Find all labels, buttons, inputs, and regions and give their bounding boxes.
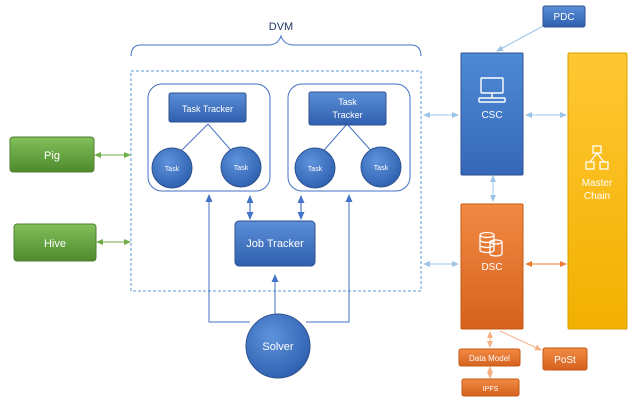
task-node: Task [360,146,402,188]
data-model-node: Data Model [458,348,521,367]
hive-node: Hive [13,223,97,262]
task-tracker-left-label: Task Tracker [182,104,233,114]
master-chain-line2: Chain [584,191,610,202]
dvm-boundary [130,70,422,292]
pdc-node: PDC [542,5,586,28]
master-chain-line1: Master [582,178,613,189]
dsc-node: DSC [460,203,524,330]
master-chain-node: Master Chain [567,52,628,330]
task-node: Task [220,146,262,188]
solver-label: Solver [262,341,294,353]
task-tracker-left: Task Tracker [168,92,247,123]
hive-label: Hive [44,238,66,250]
ipfs-node: IPFS [461,378,520,397]
solver-node: Solver [245,313,311,379]
task-node-label: Task [308,166,323,173]
post-label: PoSt [554,355,576,366]
dvm-group: DVM [130,21,422,292]
task-tracker-right-line1: Task [338,97,357,107]
database-icon [479,231,503,257]
hierarchy-icon [585,145,609,170]
computer-icon [478,77,506,103]
dsc-label: DSC [481,262,502,273]
ipfs-label: IPFS [483,386,499,393]
pig-node: Pig [9,136,95,173]
csc-node: CSC [460,52,524,176]
task-node-label: Task [165,166,180,173]
csc-label: CSC [481,110,502,121]
task-tracker-right: Task Tracker [308,91,387,126]
task-node-label: Task [374,165,389,172]
job-tracker-label: Job Tracker [246,238,304,250]
task-node: Task [151,147,193,189]
dvm-label: DVM [269,21,293,33]
pdc-label: PDC [553,12,574,23]
job-tracker-node: Job Tracker [234,220,316,267]
task-node-label: Task [234,165,249,172]
task-tracker-right-line2: Tracker [332,110,362,120]
dvm-brace [130,34,422,57]
data-model-label: Data Model [469,354,510,363]
pig-label: Pig [44,150,60,162]
post-node: PoSt [542,347,588,371]
task-node: Task [294,147,336,189]
